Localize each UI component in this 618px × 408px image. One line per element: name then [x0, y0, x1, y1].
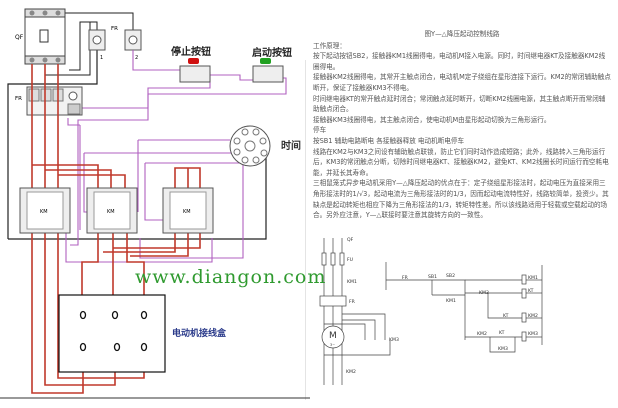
- km2-label: KM: [107, 209, 115, 215]
- sch-motor: M: [329, 331, 337, 341]
- qf-fr-wire2: [69, 21, 98, 71]
- sch-coil-km1: KM1: [528, 275, 538, 281]
- contactor-km2: [86, 187, 138, 234]
- motor-terminal-box: [58, 294, 166, 373]
- fuse-2: [124, 29, 142, 51]
- paragraph: 接触器KM2线圈得电，其常开主触点闭合，电动机M定子绕组在星形连接下运行。KM2…: [313, 73, 611, 92]
- sch-c-fr: FR: [402, 275, 409, 281]
- paragraph: 停车: [313, 126, 327, 135]
- paragraph: 时间继电器KT的常开触点延时闭合；常闭触点延时断开，切断KM2线圈电源，其主触点…: [313, 94, 606, 114]
- motor-box-label: 电动机接线盒: [172, 327, 227, 339]
- paragraph: 工作原理：: [313, 41, 346, 50]
- frame-right: [8, 150, 267, 240]
- stop-button[interactable]: [179, 58, 211, 83]
- control-frame: [7, 50, 98, 239]
- start-button-label: 启动按钮: [252, 46, 292, 59]
- schematic-labels: QF FU KM1 FR M 3~ KM3 KM2 FR SB1 SB2 KM1…: [329, 237, 538, 375]
- sch-c-km1: KM1: [446, 298, 456, 304]
- schematic: [319, 238, 543, 385]
- contactor-km3: [162, 187, 214, 234]
- description-text: 图Y—△降压起动控制线路 工作原理： 按下起动按钮SB2，接触器KM1线圈得电，…: [313, 29, 611, 221]
- sch-coil-km2: KM2: [528, 313, 538, 319]
- sch-qf: QF: [347, 237, 354, 243]
- qf-breaker: [24, 8, 66, 65]
- paragraph: 按下起动按钮SB2，接触器KM1线圈得电，电动机M接入电源。同时，时间继电器KT…: [313, 52, 606, 71]
- paragraph: 线路在KM2与KM3之间设有辅助触点联锁，防止它们同时动作造成短路；此外，线路转…: [313, 147, 609, 177]
- description-title: 图Y—△降压起动控制线路: [424, 30, 500, 38]
- panel-divider: [305, 60, 306, 400]
- fuse-1: [88, 29, 106, 51]
- sch-km3: KM3: [389, 337, 399, 343]
- fuse-1-label: 1: [100, 55, 103, 61]
- km3-label: KM: [183, 209, 191, 215]
- start-button[interactable]: [252, 58, 284, 83]
- qf-fr-wire: [64, 12, 134, 30]
- sch-km2: KM2: [346, 369, 356, 375]
- sch-c-km3: KM2: [477, 331, 487, 337]
- sch-c-kt2: KT: [499, 330, 505, 336]
- sch-coil-kt: KT: [528, 288, 534, 294]
- sch-c-km3b: KM3: [498, 346, 508, 352]
- sch-coil-km3: KM3: [528, 331, 538, 337]
- paragraph: 接触器KM3线圈得电，其主触点闭合，使电动机M由星形起动切换为三角形运行。: [313, 115, 551, 124]
- contactor-km1: [19, 187, 71, 234]
- sch-fu: FU: [347, 257, 353, 263]
- thermal-relay: [26, 86, 83, 116]
- fr-top-label: FR: [111, 26, 118, 32]
- sch-fr: FR: [349, 299, 356, 305]
- watermark: www.diangon.com: [135, 266, 327, 288]
- km1-label: KM: [40, 209, 48, 215]
- sch-c-kt: KT: [503, 313, 509, 319]
- fuse-2-label: 2: [135, 55, 138, 61]
- fr-label: FR: [15, 96, 22, 102]
- sch-c-sb2: SB2: [446, 273, 455, 279]
- qf-label: QF: [15, 34, 24, 41]
- paragraph: 三相鼠笼式异步电动机采用Y—△降压起动的优点在于：定子绕组星形接法时，起动电压为…: [313, 179, 609, 220]
- sch-c-sb1: SB1: [428, 274, 437, 280]
- stop-button-label: 停止按钮: [171, 45, 211, 58]
- sch-c-km2: KM3: [479, 290, 489, 296]
- sch-km1: KM1: [347, 279, 357, 285]
- paragraph: 按SB1 辅助电路断电 各接触器释放 电动机断电停车: [313, 136, 465, 145]
- timer-relay: [229, 125, 271, 167]
- sch-motor-sub: 3~: [330, 343, 335, 347]
- timer-label: 时间: [281, 139, 301, 152]
